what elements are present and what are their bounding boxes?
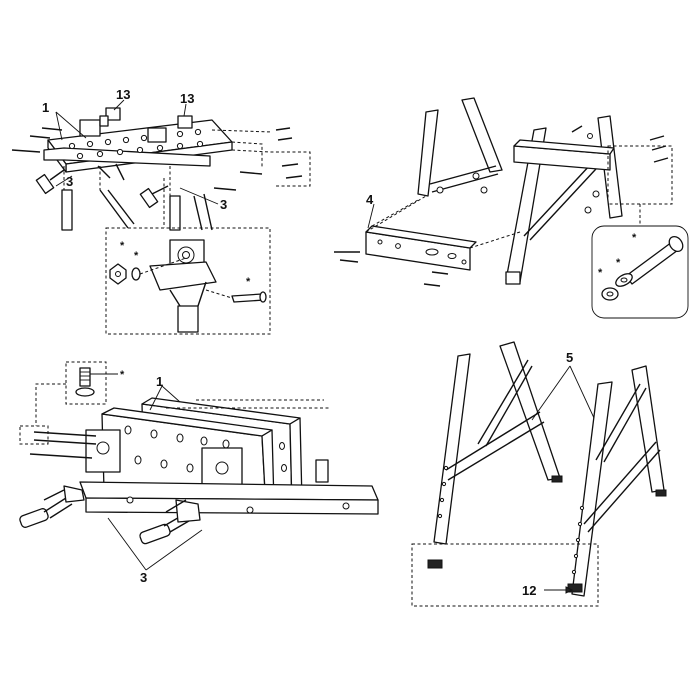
- workbench-top-assembly: [11, 99, 311, 231]
- bolts-right: [213, 127, 303, 191]
- leg-frame-assembly: [334, 97, 673, 287]
- asterisk-screw: *: [120, 369, 125, 381]
- bolts-left: [11, 127, 125, 181]
- callout-13-left: 13: [116, 87, 130, 102]
- crank-handle-bottom-right: [139, 499, 201, 545]
- clamp-block-right: [147, 115, 193, 143]
- callout-3-top-left: 3: [66, 174, 73, 189]
- cross-plate-holes: [377, 239, 467, 265]
- asterisk-washer: *: [616, 257, 621, 269]
- clamp-detail-inset: [105, 227, 271, 335]
- asterisk-nut: *: [598, 267, 603, 279]
- callout-13-right: 13: [180, 91, 194, 106]
- crank-handle-right: [139, 185, 169, 209]
- callout-3-top-right: 3: [220, 197, 227, 212]
- callout-5: 5: [566, 350, 573, 365]
- asterisk-inset-washer: *: [134, 250, 139, 262]
- leg-set-assembly: [411, 341, 667, 607]
- screw-detail: [75, 367, 95, 397]
- vise-jaw-assembly: [19, 361, 379, 571]
- callout-4: 4: [366, 192, 374, 207]
- callout-1-bottom: 1: [156, 374, 163, 389]
- callout-3-bottom: 3: [140, 570, 147, 585]
- bottom-rail-holes: [126, 496, 350, 514]
- callout-1-top: 1: [42, 100, 49, 115]
- crank-handle-bottom-left: [19, 485, 85, 528]
- crank-handle-left: [35, 169, 65, 195]
- callout-12: 12: [522, 583, 536, 598]
- asterisk-inset-nut: *: [120, 240, 125, 252]
- leg-holes: [437, 465, 585, 575]
- hinge-pin-detail: [591, 225, 689, 319]
- asterisk-inset-bolt: *: [246, 276, 251, 288]
- clamp-block-left: [79, 107, 121, 137]
- upper-legs: [61, 189, 213, 231]
- asterisk-pin: *: [632, 232, 637, 244]
